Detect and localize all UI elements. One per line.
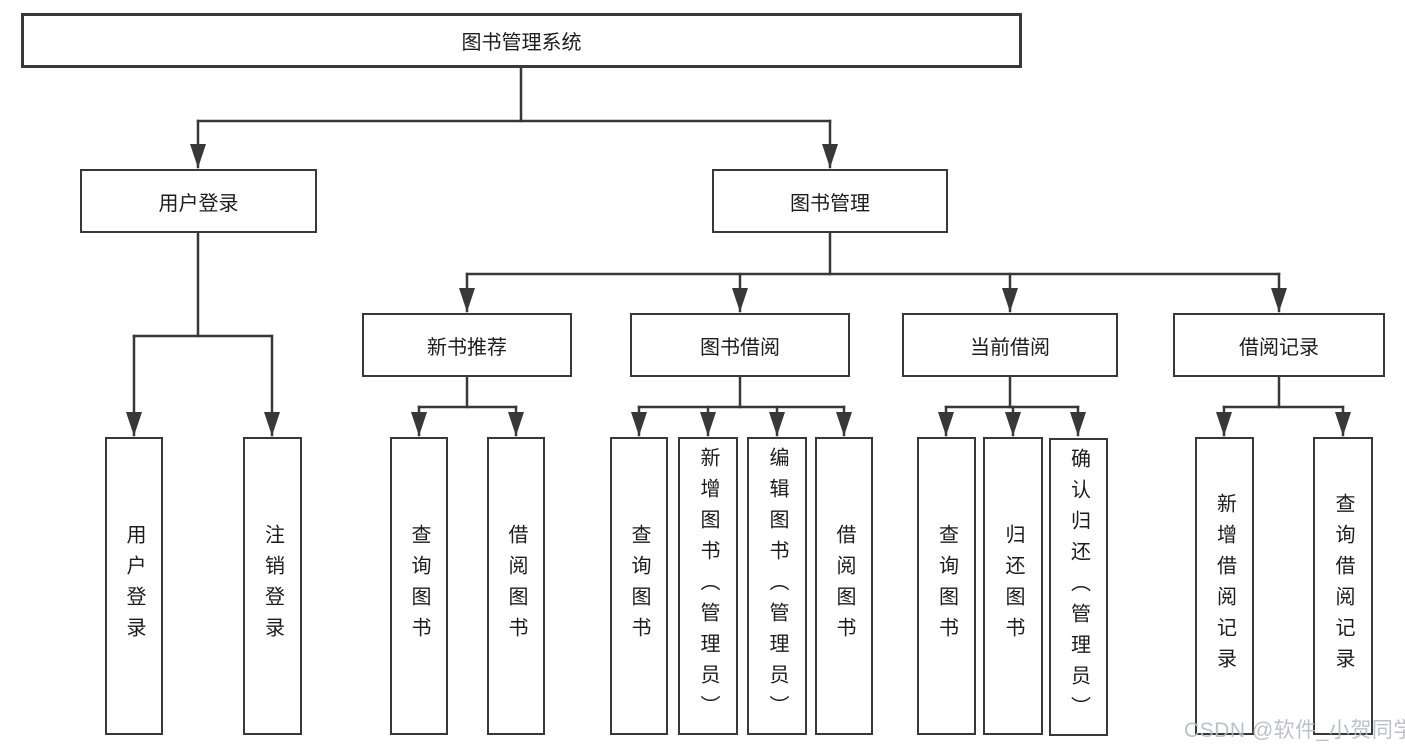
leaf-query-borrow-record: 查询借阅记录 bbox=[1313, 437, 1373, 735]
node-label: 借阅图书 bbox=[833, 524, 855, 648]
node-label: 图书管理 bbox=[790, 192, 870, 215]
node-label: 查询图书 bbox=[935, 524, 958, 648]
leaf-add-borrow-record: 新增借阅记录 bbox=[1195, 437, 1254, 735]
leaf-user-login: 用户登录 bbox=[105, 437, 163, 735]
node-current-borrowing: 当前借阅 bbox=[902, 313, 1118, 377]
node-book-management: 图书管理 bbox=[712, 169, 948, 233]
leaf-edit-books-admin: 编辑图书（管理员） bbox=[747, 437, 807, 735]
node-label: 注销登录 bbox=[261, 524, 284, 648]
node-label: 查询借阅记录 bbox=[1332, 493, 1354, 679]
node-new-book-recommend: 新书推荐 bbox=[362, 313, 572, 377]
leaf-query-books-recommend: 查询图书 bbox=[390, 437, 448, 735]
node-borrowing-records: 借阅记录 bbox=[1173, 313, 1385, 377]
node-library-system: 图书管理系统 bbox=[21, 13, 1022, 68]
node-label: 归还图书 bbox=[1002, 524, 1024, 648]
leaf-return-books: 归还图书 bbox=[983, 437, 1043, 735]
leaf-query-books-borrowing: 查询图书 bbox=[610, 437, 668, 735]
node-label: 查询图书 bbox=[408, 524, 430, 648]
leaf-confirm-return-admin: 确认归还（管理员） bbox=[1049, 438, 1108, 736]
node-label: 图书管理系统 bbox=[461, 32, 582, 54]
leaf-borrow-books-recommend: 借阅图书 bbox=[487, 437, 545, 735]
node-label: 新增图书（管理员） bbox=[697, 446, 719, 726]
node-label: 确认归还（管理员） bbox=[1067, 447, 1090, 727]
node-label: 用户登录 bbox=[158, 192, 239, 215]
node-user-login: 用户登录 bbox=[80, 169, 317, 233]
leaf-borrow-books: 借阅图书 bbox=[815, 437, 873, 735]
node-label: 借阅图书 bbox=[505, 524, 527, 648]
node-label: 查询图书 bbox=[628, 524, 650, 648]
node-label: 新增借阅记录 bbox=[1213, 493, 1236, 679]
leaf-logout: 注销登录 bbox=[243, 437, 302, 735]
node-label: 用户登录 bbox=[123, 524, 145, 648]
node-book-borrowing: 图书借阅 bbox=[630, 313, 850, 377]
node-label: 新书推荐 bbox=[427, 336, 507, 359]
node-label: 当前借阅 bbox=[970, 336, 1050, 359]
leaf-query-books-current: 查询图书 bbox=[917, 437, 976, 735]
node-label: 编辑图书（管理员） bbox=[766, 446, 788, 726]
node-label: 图书借阅 bbox=[700, 336, 780, 359]
leaf-add-books-admin: 新增图书（管理员） bbox=[678, 437, 738, 735]
node-label: 借阅记录 bbox=[1239, 336, 1319, 359]
